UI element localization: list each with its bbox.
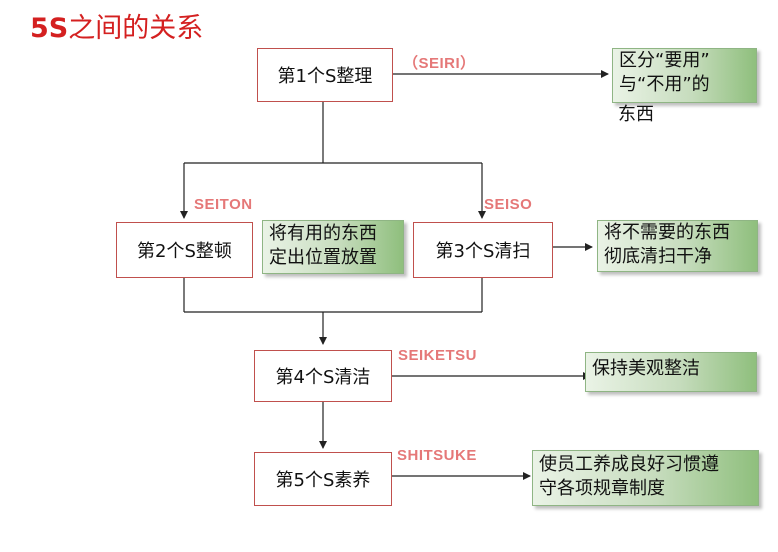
step-3-box: 第3个S清扫	[413, 222, 553, 278]
step-1-note-line-1: 区分“要用”	[619, 50, 710, 71]
step-4-note: 保持美观整洁	[585, 352, 757, 392]
step-1-label: 第1个S整理	[277, 66, 373, 87]
step-2-note-line-2: 定出位置放置	[269, 247, 377, 268]
step-4-label: 第4个S清洁	[275, 367, 371, 388]
step-3-note-line-1: 将不需要的东西	[604, 222, 730, 243]
step-2-note: 将有用的东西 定出位置放置	[262, 220, 404, 274]
step-3-note-line-2: 彻底清扫干净	[604, 246, 712, 267]
step-2-box: 第2个S整顿	[116, 222, 253, 278]
step-2-label: 第2个S整顿	[137, 241, 232, 262]
step-4-code: SEIKETSU	[398, 347, 478, 364]
page-title: 5S之间的关系	[30, 6, 203, 45]
step-1-note-line-2: 与“不用”的	[619, 74, 710, 95]
step-3-label: 第3个S清扫	[435, 241, 531, 262]
title-prefix: 5S	[30, 13, 69, 44]
step-5-code: SHITSUKE	[397, 447, 477, 464]
step-1-note: 区分“要用” 与“不用”的	[612, 48, 757, 103]
step-1-note-line-3: 东西	[618, 104, 654, 125]
step-5-note-line-1: 使员工养成良好习惯遵	[539, 454, 719, 475]
step-5-note: 使员工养成良好习惯遵 守各项规章制度	[532, 450, 759, 506]
step-4-box: 第4个S清洁	[254, 350, 392, 402]
step-1-code: （SEIRI）	[403, 55, 476, 72]
step-5-note-line-2: 守各项规章制度	[539, 478, 665, 499]
step-2-note-line-1: 将有用的东西	[269, 223, 377, 244]
step-3-note: 将不需要的东西 彻底清扫干净	[597, 220, 758, 272]
step-4-note-line-1: 保持美观整洁	[592, 358, 700, 379]
step-2-code: SEITON	[194, 196, 253, 213]
step-1-box: 第1个S整理	[257, 48, 393, 102]
title-rest: 之间的关系	[68, 13, 204, 44]
step-5-label: 第5个S素养	[275, 470, 371, 491]
step-3-code: SEISO	[484, 196, 533, 213]
step-5-box: 第5个S素养	[254, 452, 392, 506]
